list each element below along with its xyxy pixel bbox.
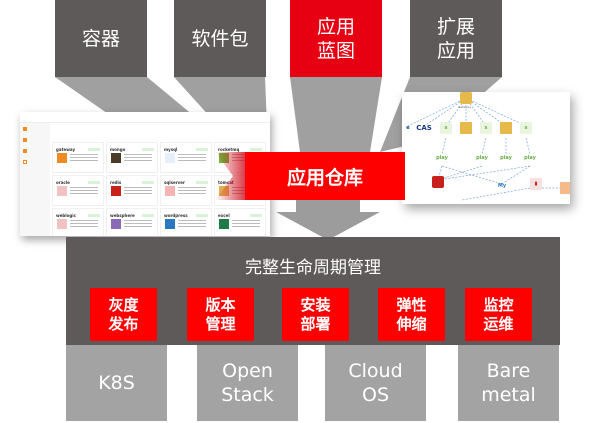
spring-icon: s [520, 122, 532, 134]
category-extension-apps: 扩展 应用 [410, 0, 502, 77]
blueprint-diagram-screenshot: Gateway e CAS s s s play play play play … [402, 92, 570, 204]
app-card: gateway [52, 142, 104, 173]
play-icon: play [476, 155, 488, 161]
diagram-links [407, 97, 566, 201]
app-card: wordpress [160, 208, 212, 236]
feature-auto-scaling: 弹性 伸缩 [378, 288, 445, 341]
category-label: 应用 蓝图 [316, 15, 355, 62]
platform-bare-metal: Bare metal [458, 345, 559, 421]
app-card: mysql [160, 142, 212, 173]
app-card: websphere [106, 208, 158, 236]
down-arrow [276, 198, 380, 240]
spring-icon: s [480, 122, 492, 134]
cas-icon: CAS [416, 124, 432, 132]
category-label: 扩展 应用 [436, 15, 475, 62]
category-packages: 软件包 [174, 0, 266, 77]
app-card: mongo [106, 142, 158, 173]
feature-install-deploy: 安装 部署 [282, 288, 349, 341]
mysql-icon: My [497, 183, 507, 189]
app-card: redis [106, 175, 158, 206]
category-label: 容器 [81, 27, 120, 50]
app-card: excel [214, 208, 266, 236]
app-card: oracle [52, 175, 104, 206]
tomcat-icon [460, 122, 472, 134]
app-card: sqlserver [160, 175, 212, 206]
screenshot-topbar [20, 112, 270, 123]
controller-icon: ▮ [530, 178, 542, 190]
category-app-blueprint: 应用 蓝图 [290, 0, 382, 77]
category-containers: 容器 [55, 0, 147, 77]
feature-version-management: 版本 管理 [187, 288, 254, 341]
log-icon: e [406, 125, 410, 131]
category-label: 软件包 [191, 27, 249, 50]
spring-icon: s [440, 122, 452, 134]
play-icon: play [500, 155, 512, 161]
feature-canary-release: 灰度 发布 [90, 288, 157, 341]
platform-cloud-os: Cloud OS [325, 345, 426, 421]
screenshot-sidebar [20, 123, 50, 236]
redis-icon [432, 176, 444, 188]
feature-monitoring-ops: 监控 运维 [465, 288, 532, 341]
platform-k8s: K8S [66, 345, 167, 421]
lifecycle-panel: 完整生命周期管理 灰度 发布 版本 管理 安装 部署 弹性 伸缩 监控 运维 [66, 237, 560, 345]
funnel-from-blueprint [290, 77, 382, 152]
platform-openstack: Open Stack [197, 345, 298, 421]
app-repository-banner: 应用仓库 [245, 152, 405, 200]
banner-label: 应用仓库 [286, 166, 363, 189]
lifecycle-title: 完整生命周期管理 [245, 258, 381, 278]
rabbitmq-icon [560, 182, 570, 194]
play-icon: play [436, 155, 448, 161]
play-icon: play [524, 155, 536, 161]
tomcat-icon [500, 122, 512, 134]
tomcat-icon [460, 92, 472, 104]
app-card: weblogic [52, 208, 104, 236]
